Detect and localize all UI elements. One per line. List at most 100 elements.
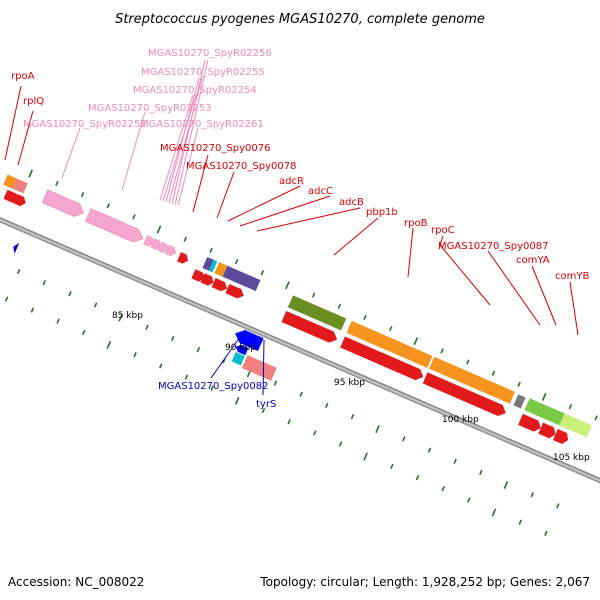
tick-mark [106, 341, 112, 349]
gene-tyrS[interactable] [241, 355, 277, 381]
gene-adcR[interactable] [222, 265, 261, 292]
tick-mark [518, 519, 522, 525]
cds-arrow[interactable] [225, 283, 245, 300]
genome-summary-text: Topology: circular; Length: 1,928,252 bp… [259, 575, 590, 589]
label-comYB[interactable]: comYB [555, 271, 589, 282]
tick-mark [159, 363, 163, 369]
cds-rpoB[interactable] [340, 336, 425, 382]
cds-arrow[interactable] [177, 252, 190, 265]
gene-Spy0087[interactable] [513, 394, 526, 409]
cds-arrow[interactable] [552, 428, 571, 446]
tick-mark [222, 358, 226, 364]
tick-mark [133, 352, 137, 358]
gene-rpoA[interactable] [3, 174, 17, 189]
cds-pbp1b[interactable] [281, 310, 339, 345]
tick-mark [544, 530, 548, 537]
tick-mark [441, 486, 445, 492]
label-Spy0076[interactable]: MGAS10270_Spy0076 [160, 143, 270, 154]
tick-mark [415, 474, 420, 481]
tick-mark [170, 335, 175, 342]
cds-rpoC[interactable] [422, 372, 508, 418]
tick-mark [350, 413, 355, 420]
tick-mark [440, 348, 444, 354]
rrna-SpyR02254[interactable] [142, 235, 156, 248]
cds-tyrS[interactable] [232, 327, 264, 351]
tick-mark [260, 270, 265, 276]
gene-Spy0078[interactable] [214, 262, 228, 277]
label-Spy0078[interactable]: MGAS10270_Spy0078 [186, 161, 296, 172]
label-adcC[interactable]: adcC [308, 186, 333, 197]
tick-mark [261, 407, 266, 414]
tick-mark [375, 425, 380, 434]
gene-Spy0076-b[interactable] [208, 259, 218, 273]
label-tyrS[interactable]: tyrS [256, 399, 276, 410]
label-adcR[interactable]: adcR [279, 176, 304, 187]
label-SpyR02253[interactable]: MGAS10270_SpyR02253 [88, 103, 212, 114]
ruler-label-95: 95 kbp [334, 378, 365, 388]
rrna-SpyR02261[interactable] [164, 244, 178, 258]
tick-mark [413, 337, 419, 346]
tick-mark [402, 436, 406, 442]
genome-backbone [0, 209, 600, 493]
tick-mark [467, 497, 471, 503]
tick-mark [93, 302, 98, 308]
tick-mark [234, 396, 240, 405]
rrna-SpyR02255[interactable] [150, 238, 163, 251]
tick-mark [466, 359, 470, 365]
tick-mark [234, 258, 239, 265]
label-rpoA[interactable]: rpoA [11, 71, 35, 82]
tick-mark [503, 480, 509, 489]
label-SpyR02256[interactable]: MGAS10270_SpyR02256 [148, 48, 272, 59]
label-comYA[interactable]: comYA [516, 255, 550, 266]
tick-mark [594, 415, 598, 421]
cds-adcB-2[interactable] [211, 278, 230, 293]
gene-rpoC[interactable] [429, 356, 515, 404]
label-adcB[interactable]: adcB [339, 197, 364, 208]
rrna-SpyR02253[interactable] [84, 208, 146, 246]
tick-mark [68, 291, 72, 297]
gene-rplQ[interactable] [12, 178, 28, 194]
gene-rpoB[interactable] [346, 320, 433, 368]
gene-Spy0076[interactable] [202, 256, 214, 271]
gene-Spy0082[interactable] [231, 352, 245, 366]
ruler-label-85: 85 kbp [112, 311, 143, 321]
tick-mark [80, 191, 85, 198]
label-pbp1b[interactable]: pbp1b [366, 207, 398, 218]
tick-mark [390, 463, 394, 470]
label-SpyR02252[interactable]: MGAS10270_SpyR02252 [23, 119, 147, 130]
cds-reverse[interactable] [11, 241, 20, 254]
gene-pbp1b[interactable] [287, 295, 347, 331]
tick-mark [556, 503, 560, 509]
label-rplQ[interactable]: rplQ [23, 96, 44, 107]
cds-adcC[interactable] [191, 269, 206, 283]
label-rpoC[interactable]: rpoC [431, 225, 455, 236]
tick-mark [273, 380, 278, 386]
tick-mark [42, 279, 47, 286]
cds-Spy0082[interactable] [234, 343, 249, 356]
cds-comYA[interactable] [518, 413, 543, 434]
tick-mark [388, 325, 393, 332]
ruler-label-90: 90 kbp [225, 343, 256, 353]
ruler-labels: 85 kbp 90 kbp 95 kbp 100 kbp 105 kbp [112, 311, 590, 463]
label-rpoB[interactable]: rpoB [404, 218, 428, 229]
tick-mark [118, 313, 124, 322]
label-Spy0082[interactable]: MGAS10270_Spy0082 [158, 381, 268, 392]
label-SpyR02254[interactable]: MGAS10270_SpyR02254 [133, 85, 257, 96]
label-SpyR02255[interactable]: MGAS10270_SpyR02255 [141, 67, 265, 78]
tick-mark [132, 214, 136, 220]
label-Spy0087[interactable]: MGAS10270_Spy0087 [438, 241, 548, 252]
cds-arrow[interactable] [13, 194, 28, 208]
ruler-label-105: 105 kbp [553, 453, 590, 463]
cds-adcB[interactable] [200, 273, 216, 287]
gene-comYB[interactable] [559, 413, 593, 438]
rrna-SpyR02252[interactable] [41, 189, 86, 220]
gene-labels: rpoA rplQ MGAS10270_SpyR02252 MGAS10270_… [11, 48, 589, 410]
label-SpyR02261[interactable]: MGAS10270_SpyR02261 [140, 119, 264, 130]
tick-mark [299, 391, 303, 397]
tick-mark [106, 203, 111, 209]
tick-mark [196, 346, 201, 353]
cds-comYB[interactable] [538, 422, 557, 440]
accession-text: Accession: NC_008022 [8, 575, 144, 589]
tick-mark [427, 447, 432, 453]
rrna-SpyR02256[interactable] [157, 241, 171, 254]
